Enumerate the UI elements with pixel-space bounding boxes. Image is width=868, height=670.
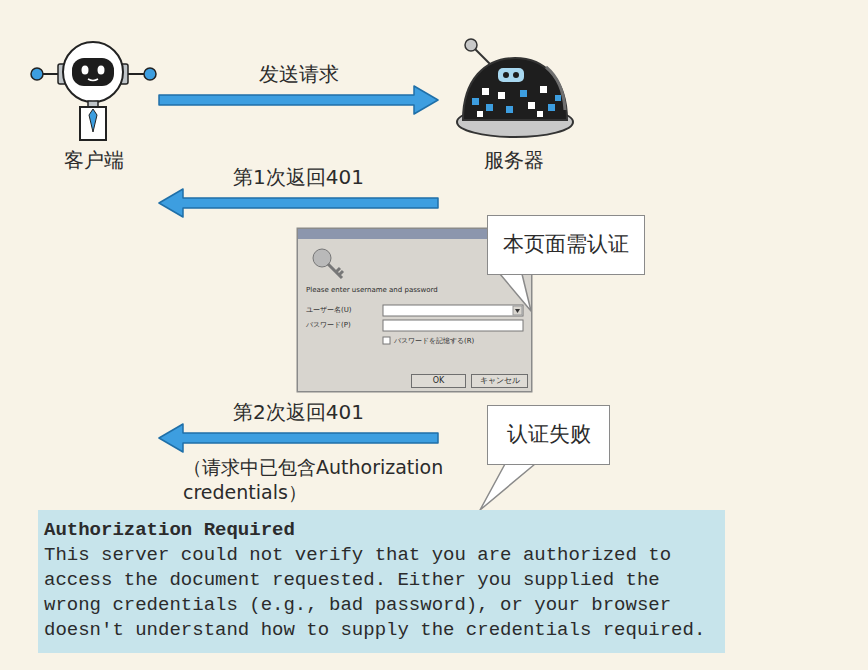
callout-text: 本页面需认证 xyxy=(503,232,629,257)
client-node: 客户端 xyxy=(30,25,159,455)
callout-text: 认证失败 xyxy=(507,422,591,447)
edge-label: 第2次返回401 xyxy=(231,400,366,424)
dialog-text: Please enter username and password xyxy=(306,286,438,295)
dialog-text: パスワードを記憶する(R) xyxy=(394,337,474,346)
node-label: 客户端 xyxy=(30,148,158,172)
message-body: This server could not verify that you ar… xyxy=(44,543,717,643)
dialog-button: キャンセル xyxy=(471,374,528,388)
dialog-button: OK xyxy=(411,374,466,388)
note-text: （请求中已包含Authorization credentials） xyxy=(183,455,483,504)
message-panel: Authorization RequiredThis server could … xyxy=(38,510,725,653)
edge-label: 第1次返回401 xyxy=(231,165,366,189)
callout-box: 认证失败 xyxy=(487,405,610,465)
flow-arrow xyxy=(159,86,438,114)
flow-arrow xyxy=(159,424,438,452)
callout-tail xyxy=(500,274,531,311)
server-robot xyxy=(457,39,573,137)
node-label: 服务器 xyxy=(438,148,590,172)
callout-tail xyxy=(480,464,535,510)
client-robot xyxy=(31,42,156,140)
flow-arrow xyxy=(159,189,438,217)
edge-label: 发送请求 xyxy=(257,62,341,86)
button-text: OK xyxy=(433,377,445,386)
message-heading: Authorization Required xyxy=(44,518,719,543)
button-text: キャンセル xyxy=(480,377,520,386)
dialog-text: パスワード(P) xyxy=(306,321,351,330)
callout-box: 本页面需认证 xyxy=(487,215,645,275)
dialog-text: ユーザー名(U) xyxy=(306,306,352,315)
